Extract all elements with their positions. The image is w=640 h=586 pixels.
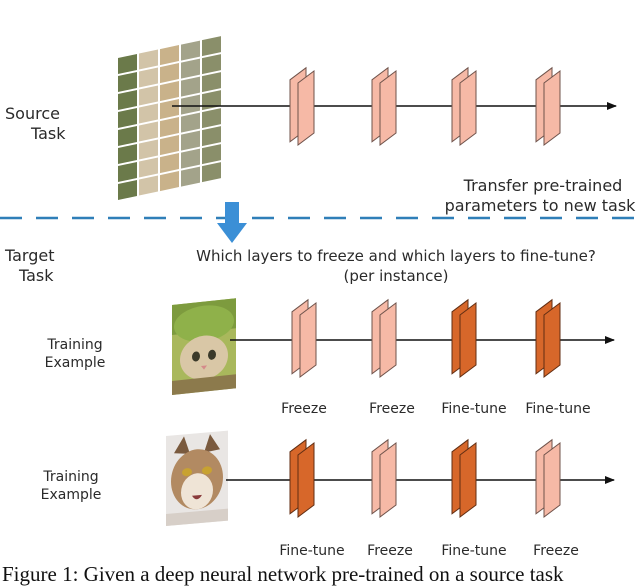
source-layer-1 — [289, 66, 315, 146]
transfer-note-line2: parameters to new task — [444, 196, 636, 215]
source-layer-3 — [451, 66, 477, 146]
collage-thumbnail — [202, 72, 221, 93]
collage-thumbnail — [202, 144, 221, 165]
example2-layer-4 — [535, 438, 561, 518]
example2-layer-3 — [451, 438, 477, 518]
collage-thumbnail — [181, 148, 200, 169]
target-task-label: Target Task — [5, 246, 55, 286]
example1-layer1-label: Freeze — [281, 401, 327, 417]
question-line1: Which layers to freeze and which layers … — [196, 247, 596, 265]
training-example-maine-coon-cat-image — [166, 430, 228, 526]
collage-thumbnail — [202, 90, 221, 111]
source-dataset-image-collage — [118, 36, 221, 200]
example1-layer-1 — [291, 298, 317, 378]
example2-layer-1 — [289, 438, 315, 518]
transfer-note-line1: Transfer pre-trained — [463, 176, 623, 195]
collage-thumbnail — [181, 76, 200, 97]
example2-layer4-label: Freeze — [533, 543, 579, 559]
source-task-label-line1: Source — [5, 104, 60, 123]
transfer-down-arrow-icon — [217, 202, 247, 243]
collage-thumbnail — [139, 175, 158, 196]
example1-label-line1: Training — [47, 337, 103, 353]
example2-label-line2: Example — [40, 487, 102, 503]
collage-thumbnail — [160, 153, 179, 174]
transfer-note: Transfer pre-trained parameters to new t… — [440, 176, 640, 216]
example2-layer2-label: Freeze — [367, 543, 413, 559]
collage-thumbnail — [160, 63, 179, 84]
example1-layer-2 — [371, 298, 397, 378]
example1-layer-4 — [535, 298, 561, 378]
collage-thumbnail — [118, 125, 137, 146]
source-task-label-line2: Task — [31, 124, 66, 143]
collage-thumbnail — [181, 58, 200, 79]
collage-thumbnail — [118, 161, 137, 182]
example1-label: Training Example — [30, 336, 120, 372]
example2-network-layers — [289, 438, 561, 518]
collage-thumbnail — [160, 45, 179, 66]
source-network-layers — [289, 66, 561, 146]
collage-thumbnail — [202, 126, 221, 147]
collage-thumbnail — [118, 53, 137, 74]
example2-label: Training Example — [26, 468, 116, 504]
target-task-label-line2: Task — [19, 266, 54, 285]
collage-thumbnail — [181, 130, 200, 151]
example2-layer3-label: Fine-tune — [441, 543, 507, 559]
example2-layer1-label: Fine-tune — [279, 543, 345, 559]
training-example-cat-green-hat-image — [172, 298, 236, 395]
collage-thumbnail — [160, 171, 179, 192]
collage-thumbnail — [202, 162, 221, 183]
collage-thumbnail — [118, 107, 137, 128]
source-layer-4 — [535, 66, 561, 146]
source-layer-2 — [371, 66, 397, 146]
example1-network-layers — [291, 298, 561, 378]
source-task-label: Source Task — [5, 104, 66, 144]
collage-thumbnail — [160, 99, 179, 120]
collage-thumbnail — [202, 36, 221, 57]
example1-label-line2: Example — [44, 355, 106, 371]
collage-thumbnail — [181, 94, 200, 115]
collage-thumbnail — [118, 71, 137, 92]
question-line2: (per instance) — [343, 267, 449, 285]
example1-layer-3 — [451, 298, 477, 378]
collage-thumbnail — [160, 81, 179, 102]
collage-thumbnail — [139, 121, 158, 142]
collage-thumbnail — [139, 103, 158, 124]
collage-thumbnail — [160, 135, 179, 156]
collage-thumbnail — [202, 108, 221, 129]
target-task-label-line1: Target — [5, 246, 55, 265]
example2-layer-2 — [371, 438, 397, 518]
figure-caption: Figure 1: Given a deep neural network pr… — [2, 562, 564, 586]
collage-thumbnail — [181, 166, 200, 187]
collage-thumbnail — [139, 67, 158, 88]
collage-thumbnail — [181, 40, 200, 61]
collage-thumbnail — [118, 143, 137, 164]
collage-thumbnail — [139, 49, 158, 70]
collage-thumbnail — [202, 54, 221, 75]
example1-layer2-label: Freeze — [369, 401, 415, 417]
example1-layer4-label: Fine-tune — [525, 401, 591, 417]
example2-label-line1: Training — [43, 469, 99, 485]
freeze-finetune-question: Which layers to freeze and which layers … — [176, 246, 616, 286]
collage-thumbnail — [181, 112, 200, 133]
collage-thumbnail — [139, 157, 158, 178]
collage-thumbnail — [160, 117, 179, 138]
example1-layer3-label: Fine-tune — [441, 401, 507, 417]
collage-thumbnail — [118, 179, 137, 200]
collage-thumbnail — [118, 89, 137, 110]
collage-thumbnail — [139, 85, 158, 106]
collage-thumbnail — [139, 139, 158, 160]
